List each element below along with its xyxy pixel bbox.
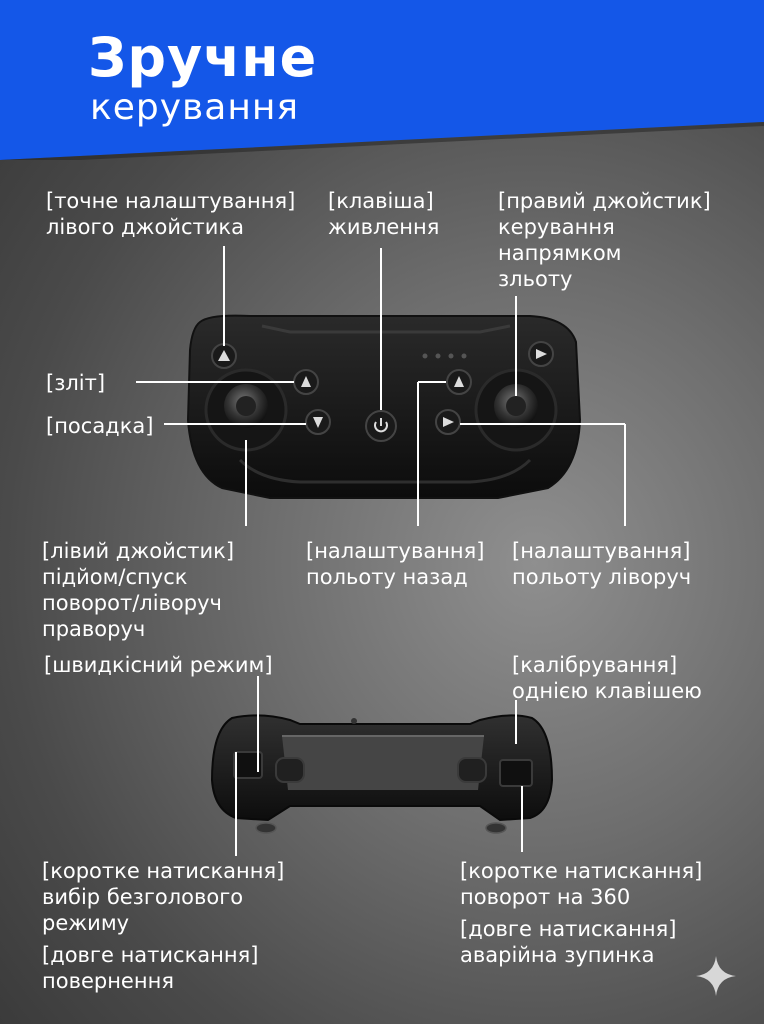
label-headless-line2: вибір безголового (42, 885, 244, 909)
label-back-trim-line1: [налаштування] (306, 539, 485, 563)
label-rotate-line3: [довге натискання] (460, 917, 677, 941)
label-left-stick-line4: праворуч (42, 617, 146, 641)
label-left-stick-line2: підйом/спуск (42, 565, 188, 589)
label-left-stick-line1: [лівий джойстик] (42, 539, 235, 563)
label-headless-line5: повернення (42, 969, 174, 993)
label-left-flight-trim-line2: польоту ліворуч (512, 565, 692, 589)
label-left-stick-line3: поворот/ліворуч (42, 591, 222, 615)
label-calibration-line1: [калібрування] (512, 653, 678, 677)
label-left-trim-line2: лівого джойстика (46, 215, 244, 239)
label-right-stick: [правий джойстик] керування напрямком зл… (498, 188, 711, 292)
label-rotate-line4: аварійна зупинка (460, 943, 655, 967)
label-power-key: [клавіша] живлення (328, 188, 439, 240)
label-speed-mode: [швидкісний режим] (44, 652, 273, 678)
label-speed-mode-line1: [швидкісний режим] (44, 653, 273, 677)
label-power-key-line2: живлення (328, 215, 440, 239)
label-landing: [посадка] (46, 413, 153, 439)
label-back-trim-line2: польоту назад (306, 565, 468, 589)
label-right-stick-line4: зльоту (498, 267, 573, 291)
label-left-trim: [точне налаштування] лівого джойстика (46, 188, 295, 240)
label-right-stick-line2: керування (498, 215, 615, 239)
label-calibration-line2: однією клавішею (512, 679, 702, 703)
controller-back (210, 714, 554, 834)
label-rotate-line1: [коротке натискання] (460, 859, 703, 883)
label-calibration: [калібрування] однією клавішею (512, 652, 702, 704)
label-left-stick: [лівий джойстик] підйом/спуск поворот/лі… (42, 538, 234, 642)
page-subtitle: керування (90, 87, 300, 128)
label-left-flight-trim: [налаштування] польоту ліворуч (512, 538, 691, 590)
sparkle-icon (696, 956, 736, 996)
label-back-trim: [налаштування] польоту назад (306, 538, 485, 590)
label-left-trim-line1: [точне налаштування] (46, 189, 296, 213)
label-headless: [коротке натискання] вибір безголового р… (42, 858, 284, 994)
label-takeoff-line1: [зліт] (46, 371, 106, 395)
label-rotate: [коротке натискання] поворот на 360 [дов… (460, 858, 702, 968)
label-rotate-line2: поворот на 360 (460, 885, 631, 909)
page-title: Зручне (88, 26, 318, 89)
label-right-stick-line3: напрямком (498, 241, 622, 265)
header-banner: Зручне керування (0, 0, 764, 160)
label-takeoff: [зліт] (46, 370, 105, 396)
label-left-flight-trim-line1: [налаштування] (512, 539, 691, 563)
label-headless-line1: [коротке натискання] (42, 859, 285, 883)
label-headless-line4: [довге натискання] (42, 943, 259, 967)
label-power-key-line1: [клавіша] (328, 189, 434, 213)
label-headless-line3: режиму (42, 911, 130, 935)
banner-shape (0, 0, 764, 160)
label-landing-line1: [посадка] (46, 414, 154, 438)
label-right-stick-line1: [правий джойстик] (498, 189, 711, 213)
